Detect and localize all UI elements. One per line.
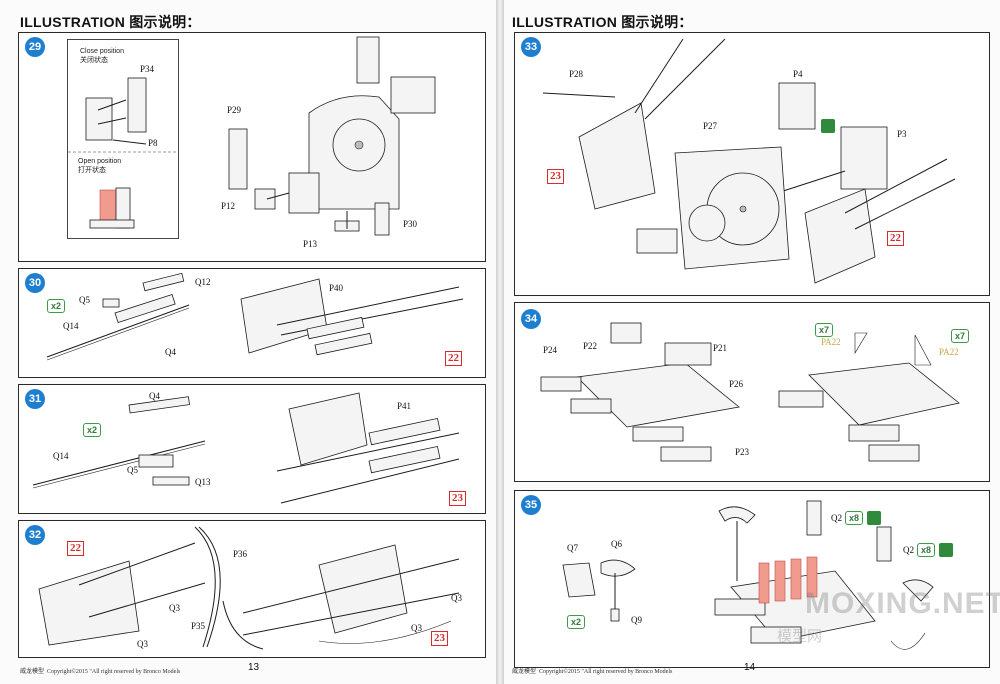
step-33-drawing: [542, 38, 956, 284]
ref-step-badge: 22: [445, 351, 462, 366]
step-30-panel: 30 Q12 Q5 x2 Q14 Q4 P40 22: [18, 268, 486, 378]
ref-step-badge: 23: [547, 169, 564, 184]
step-29-panel: 29 Close position 关闭状态 Open position 打开状…: [18, 32, 486, 262]
step-number-badge: 33: [521, 37, 541, 57]
step-number-badge: 32: [25, 525, 45, 545]
ref-step-badge: 22: [887, 231, 904, 246]
step-number-badge: 29: [25, 37, 45, 57]
page-number: 14: [744, 662, 756, 673]
step-number-badge: 30: [25, 273, 45, 293]
site-watermark-cn: 模型网: [777, 628, 823, 645]
hatch-diagram: [68, 77, 178, 229]
step-34-drawing: [540, 322, 960, 462]
step-33-panel: 33 P28 P4 P27 P3: [514, 32, 990, 296]
step-32-panel: 32 22 P36 Q3 Q3 P35 Q3 Q3 23: [18, 520, 486, 658]
step-34-panel: 34 P24 P22 P21 P26 P23 x7 x: [514, 302, 990, 482]
step-31-drawing: [32, 392, 460, 504]
cut-icon: [821, 119, 835, 133]
step-35-drawing: [562, 500, 934, 650]
step-30-drawing: [46, 272, 464, 361]
ref-step-badge: 22: [67, 541, 84, 556]
ref-step-badge: 23: [431, 631, 448, 646]
binding-gutter: [496, 0, 504, 684]
step-31-panel: 31 Q4 x2 Q14 Q5 Q13 P41 23: [18, 384, 486, 514]
page-number: 13: [248, 662, 260, 673]
step-35-panel: 35 Q7 Q6 Q9: [514, 490, 1000, 668]
step-32-drawing: [38, 526, 460, 650]
step-number-badge: 34: [521, 309, 541, 329]
position-inset: Close position 关闭状态 Open position 打开状态 P…: [67, 39, 179, 239]
step-number-badge: 35: [521, 495, 541, 515]
cut-icon: [939, 543, 953, 557]
step-29-drawing: [228, 36, 436, 236]
cut-icon: [867, 511, 881, 525]
ref-step-badge: 23: [449, 491, 466, 506]
site-watermark: MOXING.NET: [805, 587, 1000, 620]
step-number-badge: 31: [25, 389, 45, 409]
